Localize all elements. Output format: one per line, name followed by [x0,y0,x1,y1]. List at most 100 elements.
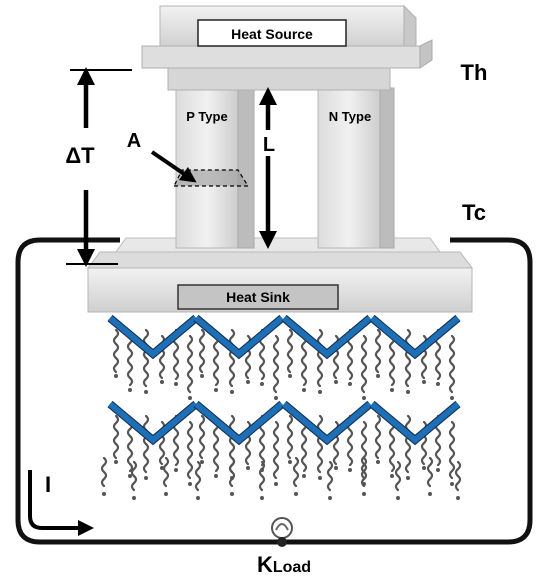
heat-squiggle-tip-icon [230,390,234,394]
heat-squiggle-icon [388,334,396,387]
heat-squiggle-tip-icon [214,474,218,478]
heat-squiggle-icon [374,328,382,374]
heat-wave-chevron-icon [194,315,284,358]
length-label: L [263,134,275,156]
area-arrow-icon [150,150,197,183]
heat-squiggle-icon [228,456,236,488]
heat-squiggle-tip-icon [362,492,366,496]
p-type-leg [175,67,255,249]
heat-squiggle-tip-icon [396,496,400,500]
heat-squiggle-icon [374,414,382,460]
heat-squiggle-tip-icon [132,496,136,500]
n-type-leg [317,67,395,249]
heat-squiggle-tip-icon [334,380,338,384]
heat-squiggle-icon [272,420,280,480]
heat-squiggle-tip-icon [406,476,410,480]
heat-squiggle-tip-icon [302,474,306,478]
heat-squiggle-icon [212,334,220,387]
heat-waves [100,314,462,500]
heat-squiggle-tip-icon [294,492,298,496]
heat-squiggle-tip-icon [288,460,292,464]
heat-squiggle-icon [100,456,108,488]
heat-squiggle-tip-icon [390,474,394,478]
heat-squiggle-tip-icon [214,388,218,392]
heat-squiggle-tip-icon [174,468,178,472]
load-label-main: K [257,552,273,577]
heat-squiggle-tip-icon [114,460,118,464]
area-label: A [127,130,141,152]
heat-squiggle-icon [112,414,120,460]
heat-squiggle-tip-icon [260,496,264,500]
heat-squiggle-icon [360,334,368,394]
heat-squiggle-icon [186,420,194,480]
heat-squiggle-tip-icon [174,382,178,386]
heat-squiggle-icon [300,420,308,473]
heat-squiggle-tip-icon [348,468,352,472]
heat-squiggle-tip-icon [260,382,264,386]
heat-squiggle-icon [130,460,138,492]
heat-squiggle-tip-icon [128,388,132,392]
heat-squiggle-tip-icon [318,476,322,480]
heat-squiggle-icon [186,334,194,394]
heat-squiggle-tip-icon [196,496,200,500]
delta-t-label: ΔT [65,143,95,168]
heat-squiggle-icon [316,414,324,474]
heat-squiggle-tip-icon [428,492,432,496]
heat-wave-chevron-icon [193,314,285,360]
heat-squiggle-tip-icon [328,496,332,500]
heat-squiggle-icon [142,328,150,388]
heat-source-block [141,4,433,91]
heat-squiggle-tip-icon [114,374,118,378]
heat-squiggle-icon [448,420,456,480]
circuit-wire [15,237,533,545]
heat-squiggle-icon [212,420,220,473]
heat-sink-label: Heat Sink [226,289,290,305]
load-label: KLoad [257,552,311,577]
length-label-bg [258,130,280,156]
heat-squiggle-tip-icon [274,396,278,400]
heat-squiggle-icon [454,460,462,492]
heat-squiggle-icon [126,420,134,473]
heat-source-label-box [197,19,347,47]
heat-squiggle-icon [198,414,206,460]
load-label-sub: Load [273,559,311,576]
heat-squiggle-tip-icon [200,460,204,464]
heat-squiggle-tip-icon [422,466,426,470]
heat-squiggle-tip-icon [128,474,132,478]
heat-squiggle-icon [112,328,120,374]
heat-squiggle-tip-icon [348,382,352,386]
heat-squiggle-tip-icon [274,482,278,486]
heat-squiggle-tip-icon [164,492,168,496]
heat-squiggle-tip-icon [160,380,164,384]
heat-wave-chevron-icon [281,314,373,360]
heat-squiggle-icon [272,334,280,394]
heat-squiggle-tip-icon [456,496,460,500]
heat-squiggle-tip-icon [390,388,394,392]
heat-squiggle-tip-icon [450,396,454,400]
heat-squiggle-icon [404,414,412,474]
heat-squiggle-tip-icon [188,396,192,400]
heat-squiggle-tip-icon [246,380,250,384]
heat-squiggle-icon [360,420,368,480]
heat-squiggle-tip-icon [200,374,204,378]
heat-wave-chevron-icon [107,400,199,446]
heat-squiggle-tip-icon [422,380,426,384]
heat-squiggle-tip-icon [188,482,192,486]
heat-squiggle-icon [394,460,402,492]
heat-squiggle-icon [258,460,266,492]
n-type-label: N Type [329,109,371,124]
heat-squiggle-icon [316,328,324,388]
heat-squiggle-icon [448,334,456,394]
heat-squiggle-tip-icon [362,396,366,400]
heat-wave-chevron-icon [369,400,461,446]
heat-squiggle-icon [162,456,170,488]
heat-squiggle-icon [292,456,300,488]
heat-squiggle-icon [194,460,202,492]
heat-squiggle-icon [326,460,334,492]
heat-wave-chevron-icon [370,401,460,444]
heat-squiggle-icon [286,414,294,460]
heat-squiggle-tip-icon [102,492,106,496]
heat-wave-chevron-icon [108,401,198,444]
heat-squiggle-tip-icon [288,374,292,378]
